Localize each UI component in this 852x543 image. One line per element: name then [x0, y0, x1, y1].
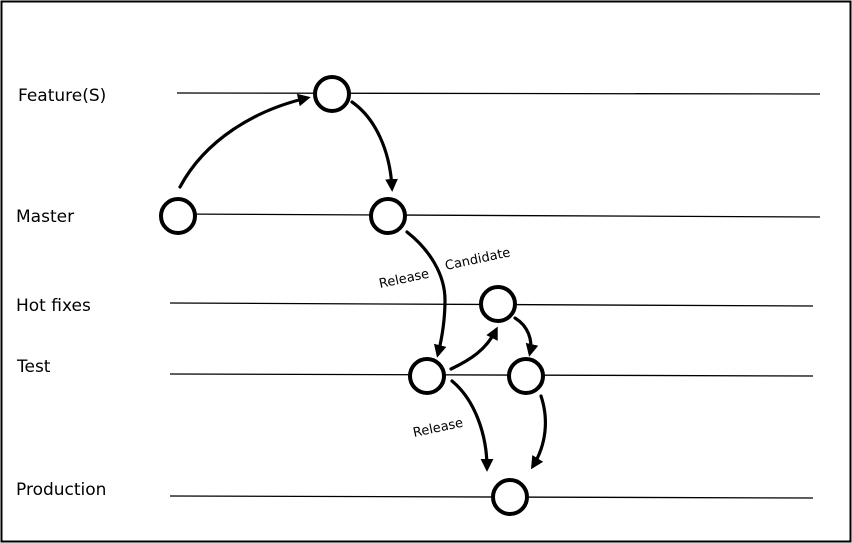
arrow-test-to-production-hotfix: [530, 394, 547, 470]
arrow-master-to-feature: [178, 93, 311, 189]
commit-node-master-2: [369, 197, 407, 235]
lane-label-feature: Feature(S): [18, 86, 106, 106]
commit-node-master-1: [159, 197, 197, 235]
arrow-hotfixes-to-test: [513, 316, 539, 357]
edge-label-release: Release: [412, 416, 465, 441]
arrow-test-to-production-release: [450, 379, 494, 472]
lane-line-test: [169, 373, 814, 377]
lane-label-hotfixes: Hot fixes: [16, 296, 91, 316]
lane-label-master: Master: [16, 207, 74, 227]
arrow-feature-to-master: [350, 100, 398, 192]
lane-line-master: [174, 213, 821, 218]
lane-label-production: Production: [16, 480, 106, 500]
arrow-master-to-test-release-candidate: [405, 230, 447, 358]
lane-label-test: Test: [16, 357, 51, 377]
commit-node-test-2: [507, 357, 545, 395]
arrow-test-to-hotfixes: [449, 326, 498, 371]
commit-node-production: [491, 478, 529, 516]
edge-label-release-candidate-2: Candidate: [444, 245, 512, 273]
commit-node-test-1: [408, 357, 446, 395]
commit-node-feature: [313, 75, 351, 113]
lane-line-feature: [176, 92, 821, 95]
commit-node-hotfix: [479, 285, 517, 323]
edge-label-release-candidate-1: Release: [378, 267, 431, 292]
